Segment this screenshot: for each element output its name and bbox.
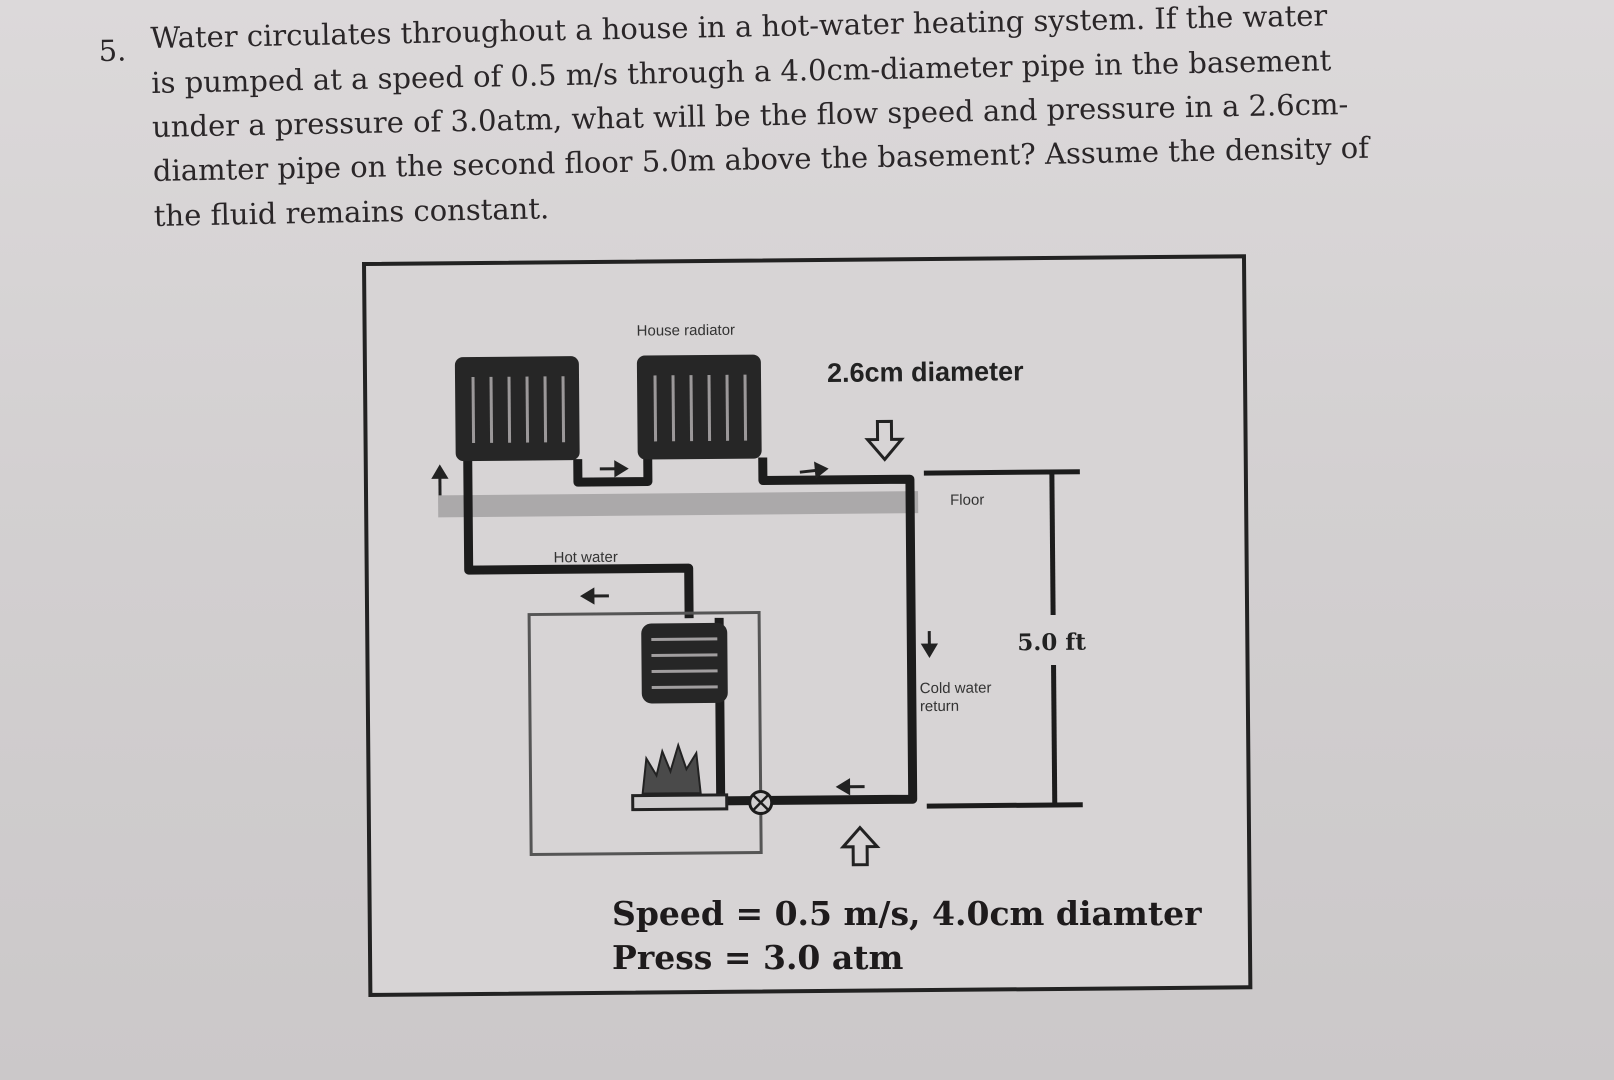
cold-water-label: Cold water: [920, 680, 992, 698]
floor-label: Floor: [950, 492, 984, 509]
problem-line-5: the fluid remains constant.: [153, 191, 550, 233]
given-press: Press = 3.0 atm: [612, 938, 904, 977]
pump-icon: [748, 790, 774, 816]
figure-frame: House radiator 2.6cm diameter Floor Hot …: [362, 254, 1253, 997]
radiator-label: House radiator: [637, 322, 736, 340]
boiler-box: [527, 611, 763, 857]
problem-number: 5.: [98, 33, 127, 68]
given-speed: Speed = 0.5 m/s, 4.0cm diamter: [612, 894, 1202, 933]
floor-line: [438, 491, 919, 518]
problem-text: 5. Water circulates throughout a house i…: [98, 0, 1518, 233]
burner: [631, 793, 729, 812]
height-label: 5.0 ft: [1017, 629, 1086, 657]
hot-water-label: Hot water: [554, 549, 618, 567]
height-dimension: [923, 469, 1083, 809]
given-values: Speed = 0.5 m/s, 4.0cm diamter Press = 3…: [612, 892, 1201, 980]
radiator-2: [636, 354, 762, 460]
heating-coil: [641, 622, 728, 704]
hollow-down-arrow-icon: [864, 419, 905, 462]
top-diameter-label: 2.6cm diameter: [827, 356, 1024, 388]
heating-system-diagram: House radiator 2.6cm diameter Floor Hot …: [431, 322, 1086, 867]
flame-icon: [641, 741, 702, 795]
radiator-1: [454, 356, 580, 462]
flow-arrows: [431, 460, 939, 796]
hollow-up-arrow-icon: [839, 825, 881, 867]
cold-water-label-line-2: return: [920, 698, 959, 715]
